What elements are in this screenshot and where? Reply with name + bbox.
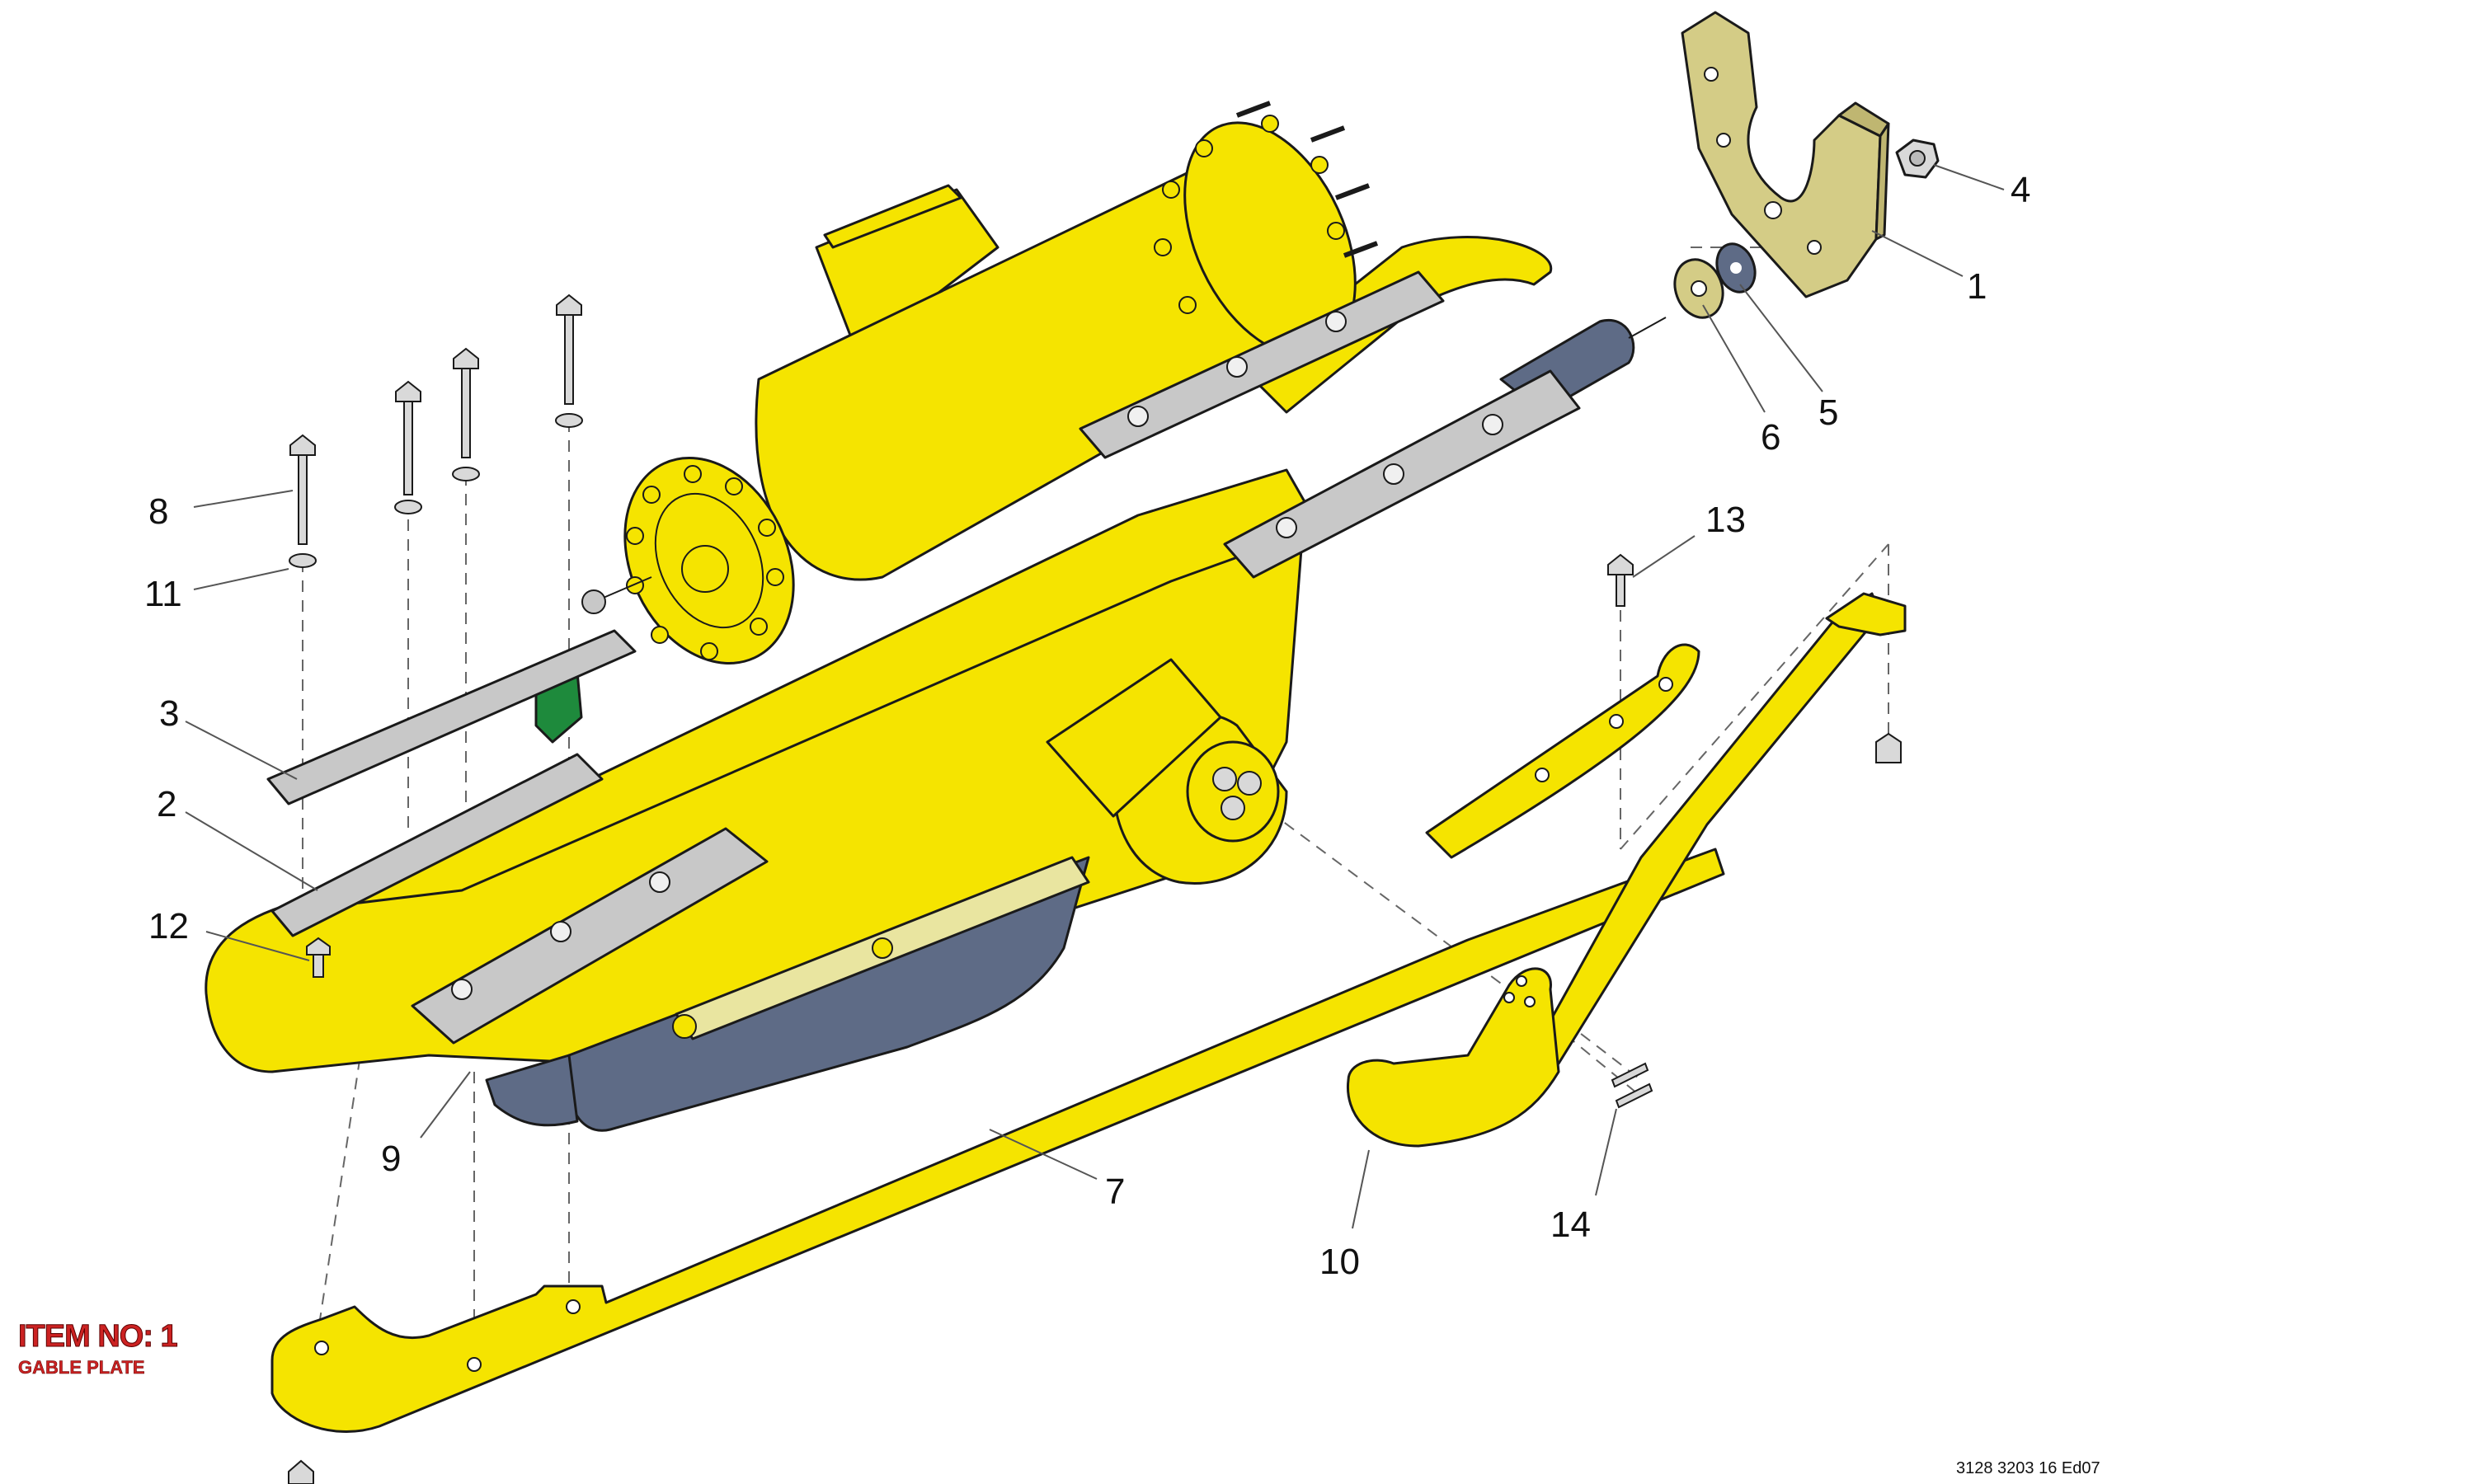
callout-6: 6 bbox=[1761, 417, 1780, 458]
callout-11: 11 bbox=[144, 574, 182, 614]
assembly-lines bbox=[302, 247, 1889, 1360]
callout-9: 9 bbox=[381, 1139, 401, 1179]
callout-2: 2 bbox=[157, 784, 176, 824]
item-name: GABLE PLATE bbox=[18, 1357, 145, 1378]
callout-4: 4 bbox=[2011, 170, 2030, 210]
callout-7: 7 bbox=[1105, 1172, 1125, 1212]
guide-rails bbox=[270, 592, 1907, 1433]
gable-plate bbox=[1673, 11, 1940, 319]
bolts bbox=[288, 294, 1902, 1484]
drawing-reference: 3128 3203 16 Ed07 bbox=[1956, 1459, 2100, 1477]
item-number: ITEM NO: 1 bbox=[18, 1319, 179, 1355]
callout-1: 1 bbox=[1967, 266, 1987, 307]
callout-3: 3 bbox=[159, 693, 179, 734]
callout-10: 10 bbox=[1319, 1242, 1360, 1282]
callout-8: 8 bbox=[148, 491, 168, 532]
callout-5: 5 bbox=[1818, 392, 1838, 433]
callout-13: 13 bbox=[1705, 500, 1746, 540]
callout-14: 14 bbox=[1550, 1205, 1591, 1245]
callout-labels: 1 2 3 4 5 6 7 8 9 10 11 12 13 14 bbox=[144, 170, 2030, 1282]
hydraulic-cylinder bbox=[534, 101, 1379, 744]
callout-12: 12 bbox=[148, 906, 189, 946]
wear-plates bbox=[266, 270, 1581, 1045]
callout-leaders bbox=[185, 164, 2005, 1229]
